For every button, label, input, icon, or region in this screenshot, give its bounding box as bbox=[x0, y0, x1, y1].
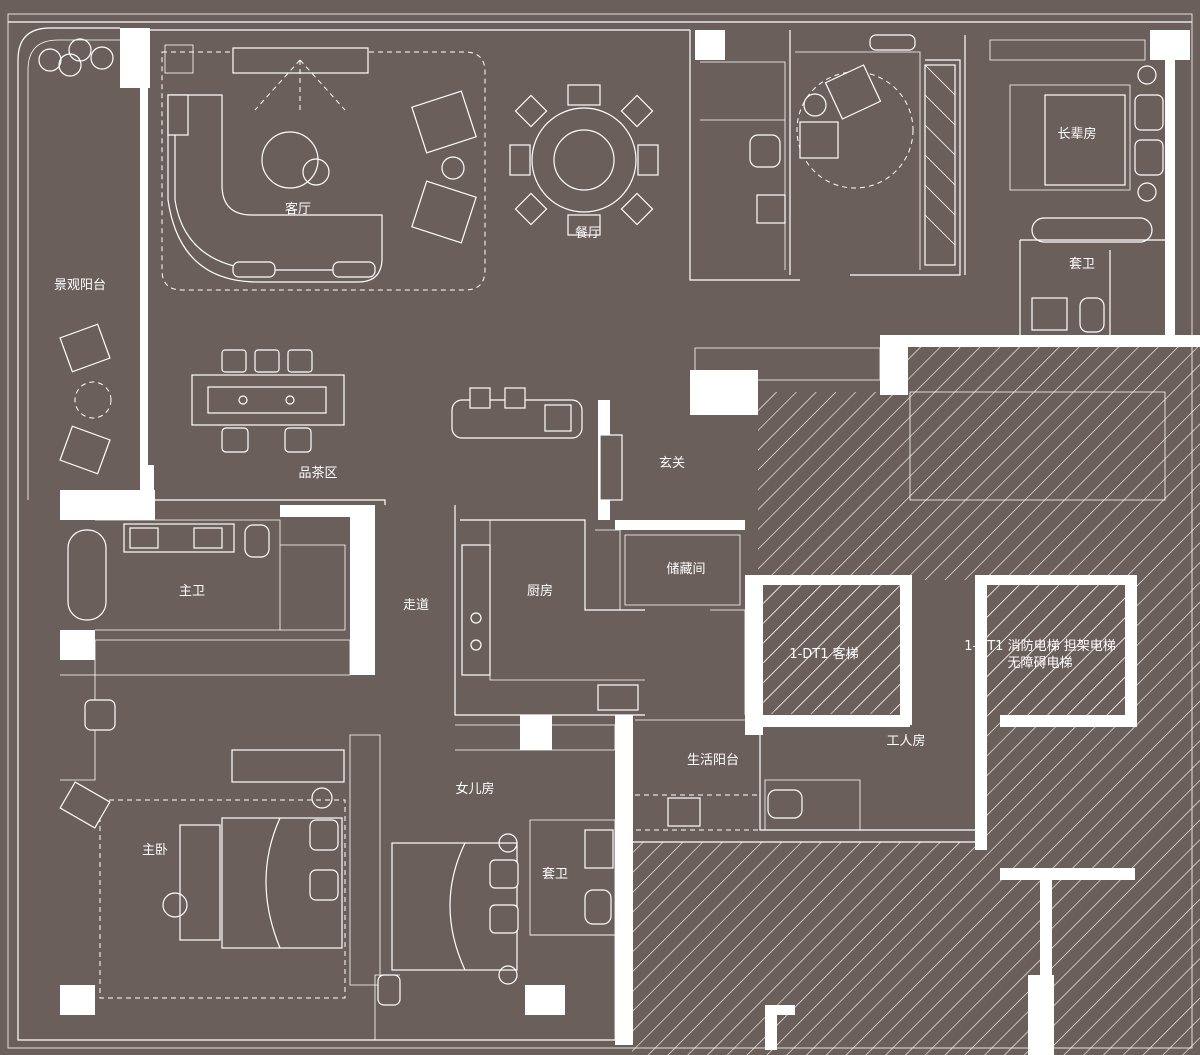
label-worker-room: 工人房 bbox=[886, 733, 925, 749]
label-elevator-fire-line1: 1-DT1 消防电梯 担架电梯 bbox=[964, 638, 1115, 654]
label-elevator-fire-line2: 无障碍电梯 bbox=[1007, 656, 1072, 671]
walls bbox=[60, 28, 1200, 1055]
label-view-balcony: 景观阳台 bbox=[54, 278, 106, 293]
label-suite-bath-upper: 套卫 bbox=[1069, 256, 1095, 272]
label-living-room: 客厅 bbox=[285, 201, 311, 217]
label-daughter-room: 女儿房 bbox=[455, 781, 494, 797]
label-kitchen: 厨房 bbox=[527, 583, 553, 599]
label-dining-room: 餐厅 bbox=[575, 225, 601, 241]
label-master-bath: 主卫 bbox=[179, 584, 205, 599]
label-entrance: 玄关 bbox=[659, 456, 685, 471]
label-elder-room: 长辈房 bbox=[1057, 126, 1096, 142]
furniture bbox=[38, 34, 1164, 1006]
label-elevator-passenger: 1-DT1 客梯 bbox=[789, 646, 858, 662]
label-corridor: 走道 bbox=[403, 598, 429, 613]
label-storage: 储藏间 bbox=[666, 562, 705, 577]
outer-boundary bbox=[7, 13, 1193, 1049]
label-suite-bath-lower: 套卫 bbox=[542, 866, 568, 882]
label-master-bedroom: 主卧 bbox=[142, 843, 168, 858]
label-service-balcony: 生活阳台 bbox=[687, 753, 739, 768]
partitions bbox=[60, 29, 1166, 1040]
label-tea-area: 品茶区 bbox=[298, 465, 337, 481]
room-labels: 客厅 餐厅 长辈房 套卫 景观阳台 品茶区 玄关 储藏间 厨房 走道 主卫 主卧… bbox=[54, 126, 1116, 882]
